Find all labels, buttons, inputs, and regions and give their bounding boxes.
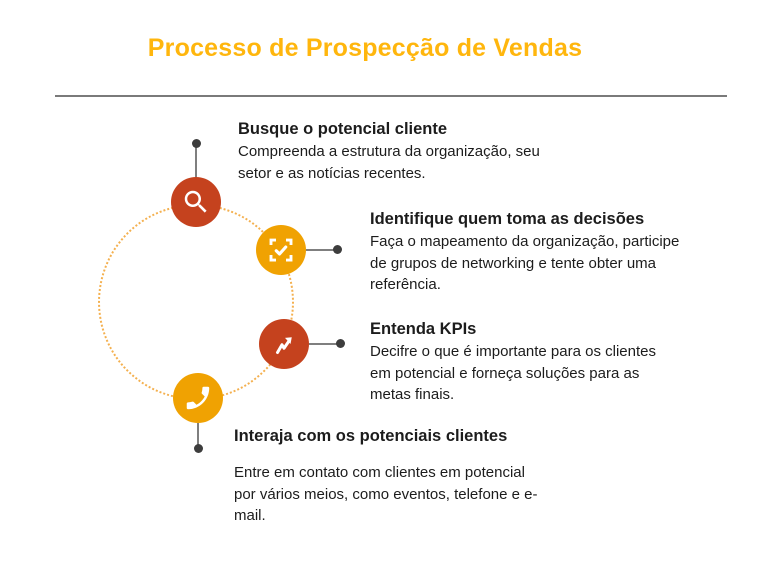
step3-connector-line <box>309 343 338 345</box>
trend-arrow-icon <box>276 337 292 354</box>
step1-title: Busque o potencial cliente <box>238 120 448 138</box>
step2-title: Identifique quem toma as decisões <box>370 210 645 228</box>
step2-text-block: Identifique quem toma as decisões Faça o… <box>370 209 745 296</box>
step2-connector-line <box>306 249 335 251</box>
phone-icon <box>186 386 210 410</box>
step4-connector-line <box>197 423 199 446</box>
step3-description: Decifre o que é importante para os clien… <box>370 343 656 403</box>
step3-title: Entenda KPIs <box>370 320 477 338</box>
step2-node <box>256 225 306 275</box>
step4-description: Entre em contato com clientes em potenci… <box>234 464 538 524</box>
step1-description: Compreenda a estrutura da organização, s… <box>238 143 540 182</box>
step4-title: Interaja com os potenciais clientes <box>234 427 508 445</box>
search-icon <box>184 190 207 213</box>
step2-description: Faça o mapeamento da organização, partic… <box>370 233 680 293</box>
step4-node <box>173 373 223 423</box>
decision-check-icon <box>269 238 293 262</box>
step1-connector-line <box>195 147 197 178</box>
step1-text-block: Busque o potencial cliente Compreenda a … <box>238 119 583 184</box>
step3-connector-dot <box>336 339 345 348</box>
step4-connector-dot <box>194 444 203 453</box>
step3-text-block: Entenda KPIs Decifre o que é importante … <box>370 319 715 406</box>
step3-node <box>259 319 309 369</box>
page-title: Processo de Prospecção de Vendas <box>147 34 583 62</box>
step1-node <box>171 177 221 227</box>
step2-connector-dot <box>333 245 342 254</box>
step4-text-block: Interaja com os potenciais clientes Entr… <box>234 426 589 527</box>
title-divider <box>55 95 727 97</box>
step1-connector-dot <box>192 139 201 148</box>
